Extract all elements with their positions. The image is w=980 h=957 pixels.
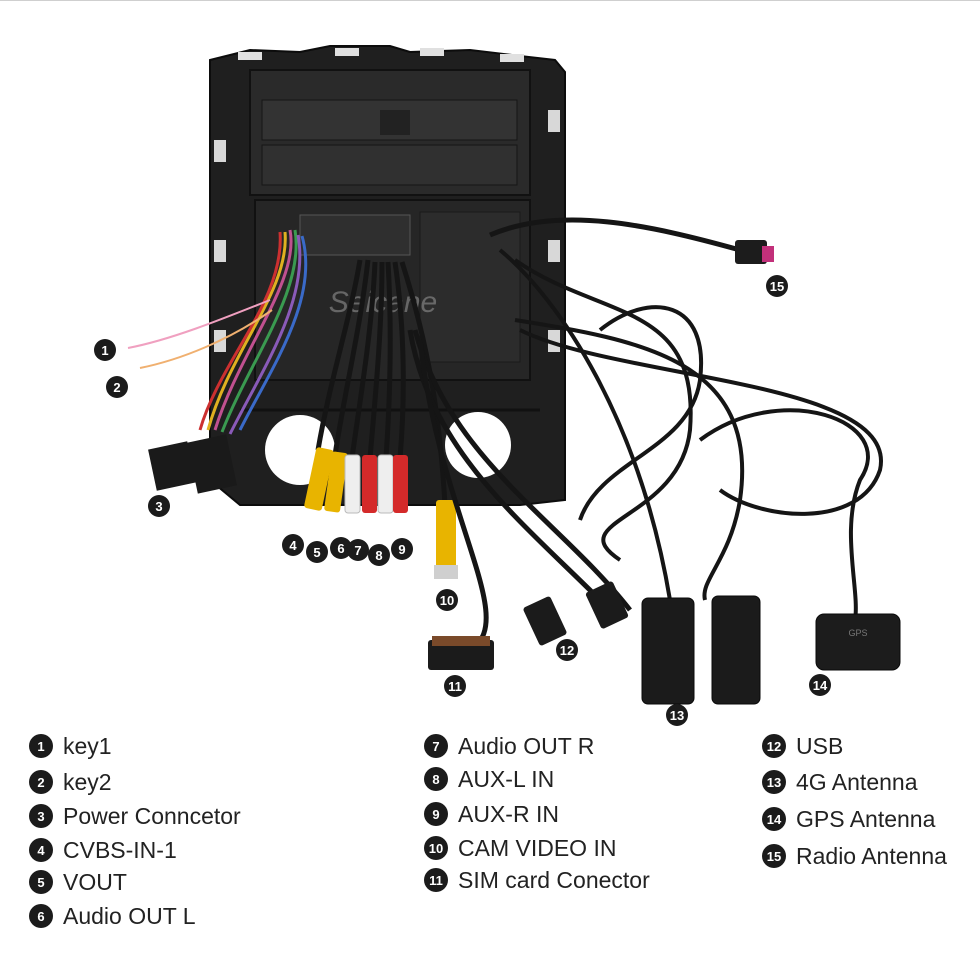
legend-item-7: 7 Audio OUT R xyxy=(424,733,594,759)
legend-label: SIM card Conector xyxy=(458,867,650,893)
legend-number: 5 xyxy=(29,870,53,894)
legend-item-15: 15 Radio Antenna xyxy=(762,843,947,869)
legend-number: 7 xyxy=(424,734,448,758)
legend-item-14: 14 GPS Antenna xyxy=(762,806,935,832)
legend-label: CAM VIDEO IN xyxy=(458,835,617,861)
legend-item-9: 9 AUX-R IN xyxy=(424,801,559,827)
legend-label: Radio Antenna xyxy=(796,843,947,869)
legend-item-1: 1 key1 xyxy=(29,733,112,759)
marker-1: 1 xyxy=(94,339,116,361)
marker-7: 7 xyxy=(347,539,369,561)
legend-number: 15 xyxy=(762,844,786,868)
legend-item-4: 4 CVBS-IN-1 xyxy=(29,837,177,863)
marker-8: 8 xyxy=(368,544,390,566)
legend-item-2: 2 key2 xyxy=(29,769,112,795)
legend-label: Power Conncetor xyxy=(63,803,241,829)
legend-label: GPS Antenna xyxy=(796,806,936,832)
top-divider-line xyxy=(0,0,980,1)
legend-item-12: 12 USB xyxy=(762,733,843,759)
rca-cables xyxy=(304,259,458,579)
legend-label: key2 xyxy=(63,769,112,795)
legend-label: CVBS-IN-1 xyxy=(63,837,177,863)
marker-12: 12 xyxy=(556,639,578,661)
legend-number: 11 xyxy=(424,868,448,892)
marker-9: 9 xyxy=(391,538,413,560)
legend-item-10: 10 CAM VIDEO IN xyxy=(424,835,616,861)
marker-5: 5 xyxy=(306,541,328,563)
legend-number: 10 xyxy=(424,836,448,860)
legend-number: 12 xyxy=(762,734,786,758)
legend-number: 3 xyxy=(29,804,53,828)
legend-label: AUX-R IN xyxy=(458,801,559,827)
legend-label: Audio OUT L xyxy=(63,903,196,929)
head-unit-wiring-illustration: GPS Seicane xyxy=(127,45,901,705)
marker-13: 13 xyxy=(666,704,688,726)
legend-item-8: 8 AUX-L IN xyxy=(424,766,554,792)
legend-label: key1 xyxy=(63,733,112,759)
marker-15: 15 xyxy=(766,275,788,297)
marker-6: 6 xyxy=(330,537,352,559)
legend-item-6: 6 Audio OUT L xyxy=(29,903,196,929)
legend-item-5: 5 VOUT xyxy=(29,869,127,895)
legend-number: 6 xyxy=(29,904,53,928)
gps-antenna: GPS xyxy=(815,613,901,671)
marker-11: 11 xyxy=(444,675,466,697)
legend-number: 13 xyxy=(762,770,786,794)
legend-number: 9 xyxy=(424,802,448,826)
marker-2: 2 xyxy=(106,376,128,398)
marker-10: 10 xyxy=(436,589,458,611)
legend-label: VOUT xyxy=(63,869,127,895)
legend-number: 1 xyxy=(29,734,53,758)
legend-number: 4 xyxy=(29,838,53,862)
antenna-cable-bundle xyxy=(498,248,883,621)
marker-3: 3 xyxy=(148,495,170,517)
marker-14: 14 xyxy=(809,674,831,696)
usb-sim-cables xyxy=(407,329,632,670)
legend-label: 4G Antenna xyxy=(796,769,918,795)
legend-number: 14 xyxy=(762,807,786,831)
legend-item-13: 13 4G Antenna xyxy=(762,769,918,795)
legend-item-3: 3 Power Conncetor xyxy=(29,803,241,829)
4g-antenna-pair xyxy=(641,595,761,705)
legend-label: Audio OUT R xyxy=(458,733,595,759)
svg-text:GPS: GPS xyxy=(848,628,867,638)
legend-number: 2 xyxy=(29,770,53,794)
legend-number: 8 xyxy=(424,767,448,791)
legend-label: USB xyxy=(796,733,844,759)
legend-item-11: 11 SIM card Conector xyxy=(424,867,650,893)
legend-label: AUX-L IN xyxy=(458,766,555,792)
power-harness xyxy=(127,229,308,494)
radio-antenna-cable xyxy=(489,217,774,264)
marker-4: 4 xyxy=(282,534,304,556)
